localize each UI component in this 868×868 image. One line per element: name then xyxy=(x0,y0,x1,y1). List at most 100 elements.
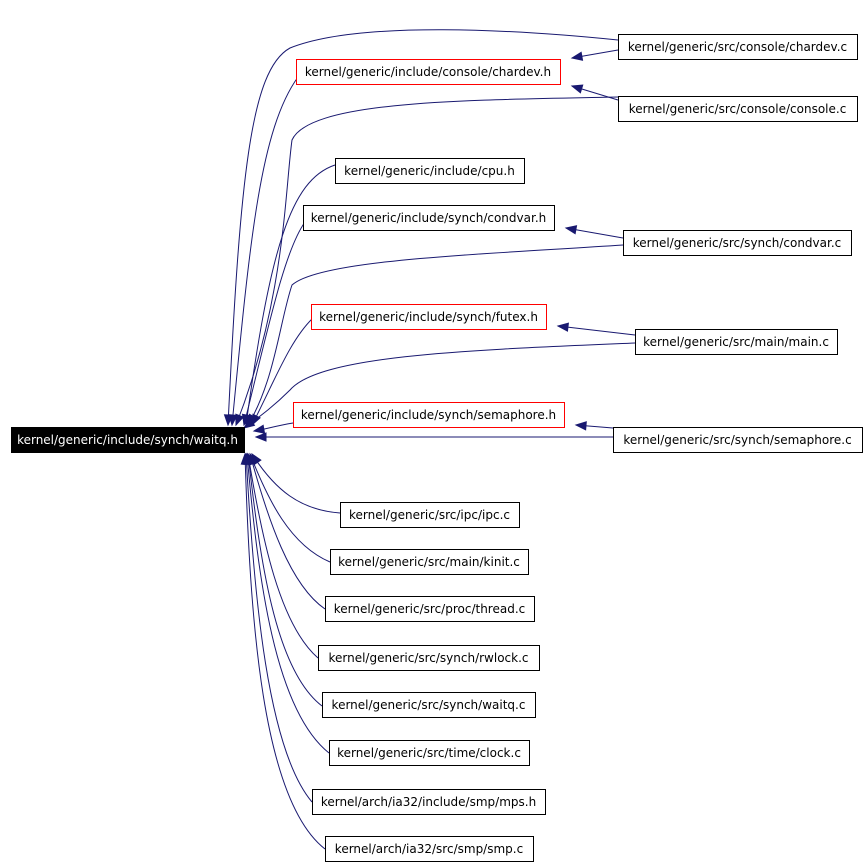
node-label: kernel/generic/src/console/chardev.c xyxy=(628,40,847,54)
arrowhead xyxy=(235,413,245,427)
edge-line xyxy=(249,453,326,610)
node-label: kernel/generic/include/synch/waitq.h xyxy=(17,433,238,447)
edge-line xyxy=(245,164,336,426)
node-cpu-h[interactable]: kernel/generic/include/cpu.h xyxy=(335,158,525,184)
edge-condvar_c-to-condvar_h xyxy=(564,225,624,239)
node-box xyxy=(296,59,561,85)
node-box xyxy=(322,692,536,718)
node-chardev-h[interactable]: kernel/generic/include/console/chardev.h xyxy=(296,59,561,85)
node-box xyxy=(618,96,858,122)
edge-line xyxy=(247,453,319,659)
node-kinit-c[interactable]: kernel/generic/src/main/kinit.c xyxy=(330,549,529,575)
node-main-c[interactable]: kernel/generic/src/main/main.c xyxy=(635,329,838,355)
arrowhead xyxy=(240,452,251,465)
node-box xyxy=(329,740,530,766)
node-label: kernel/generic/src/synch/waitq.c xyxy=(332,698,526,712)
node-label: kernel/generic/src/proc/thread.c xyxy=(334,602,525,616)
edge-line xyxy=(235,96,619,426)
node-label: kernel/generic/include/synch/futex.h xyxy=(319,310,538,324)
edge-line xyxy=(227,29,619,426)
node-label: kernel/arch/ia32/src/smp/smp.c xyxy=(335,842,523,856)
node-semaphore-h[interactable]: kernel/generic/include/synch/semaphore.h xyxy=(293,402,565,428)
node-box xyxy=(312,789,546,815)
edge-line xyxy=(247,244,624,426)
node-box xyxy=(618,34,858,60)
node-label: kernel/generic/src/main/main.c xyxy=(643,335,829,349)
arrowhead xyxy=(570,51,584,61)
node-condvar-c[interactable]: kernel/generic/src/synch/condvar.c xyxy=(623,230,852,256)
node-label: kernel/generic/src/synch/rwlock.c xyxy=(328,651,528,665)
node-box xyxy=(613,427,863,453)
edge-rwlock_c-to-waitq_h xyxy=(245,452,319,659)
arrowhead xyxy=(570,84,584,94)
node-label: kernel/generic/src/console/console.c xyxy=(629,102,847,116)
arrowhead xyxy=(556,322,569,332)
arrowhead xyxy=(574,421,587,431)
node-rwlock-c[interactable]: kernel/generic/src/synch/rwlock.c xyxy=(318,645,540,671)
node-label: kernel/generic/src/main/kinit.c xyxy=(338,555,520,569)
edge-chardev_c-to-chardev_h xyxy=(570,49,619,61)
edge-line xyxy=(243,342,636,429)
node-chardev-c[interactable]: kernel/generic/src/console/chardev.c xyxy=(618,34,858,60)
node-smp-c[interactable]: kernel/arch/ia32/src/smp/smp.c xyxy=(325,836,534,862)
node-ipc-c[interactable]: kernel/generic/src/ipc/ipc.c xyxy=(340,502,520,528)
edge-line xyxy=(247,453,323,707)
edge-line xyxy=(245,453,313,803)
edge-kinit_c-to-waitq_h xyxy=(249,452,331,563)
arrowhead xyxy=(252,424,266,434)
node-label: kernel/generic/src/time/clock.c xyxy=(337,746,521,760)
edge-semaphore_c-to-semaphore_h xyxy=(574,421,614,431)
edge-line xyxy=(231,76,299,426)
edge-main_c-to-futex_h xyxy=(556,322,636,336)
node-waitq-c[interactable]: kernel/generic/src/synch/waitq.c xyxy=(322,692,536,718)
node-box xyxy=(11,427,245,453)
edge-thread_c-to-waitq_h xyxy=(248,452,326,610)
node-label: kernel/generic/include/synch/condvar.h xyxy=(311,211,546,225)
edge-line xyxy=(249,453,331,563)
edge-condvar_c-to-waitq_h xyxy=(247,244,624,427)
edge-line xyxy=(243,221,306,426)
edge-main_c-to-waitq_h xyxy=(242,342,636,429)
node-console-c[interactable]: kernel/generic/src/console/console.c xyxy=(618,96,858,122)
node-futex-h[interactable]: kernel/generic/include/synch/futex.h xyxy=(311,304,547,330)
edge-line xyxy=(251,317,314,426)
edge-line xyxy=(251,453,341,514)
node-label: kernel/generic/src/synch/semaphore.c xyxy=(623,433,851,447)
node-clock-c[interactable]: kernel/generic/src/time/clock.c xyxy=(329,740,530,766)
node-label: kernel/generic/src/ipc/ipc.c xyxy=(349,508,510,522)
arrowhead xyxy=(241,413,252,427)
node-thread-c[interactable]: kernel/generic/src/proc/thread.c xyxy=(325,596,535,622)
edge-condvar_h-to-waitq_h xyxy=(241,221,306,427)
edge-mps_h-to-waitq_h xyxy=(241,452,313,803)
node-box xyxy=(325,836,534,862)
node-label: kernel/arch/ia32/include/smp/mps.h xyxy=(321,795,536,809)
node-box xyxy=(293,402,565,428)
edge-clock_c-to-waitq_h xyxy=(243,452,330,754)
node-box xyxy=(335,158,525,184)
edge-line xyxy=(557,325,636,336)
node-waitq-h[interactable]: kernel/generic/include/synch/waitq.h xyxy=(11,427,245,453)
edge-semaphore_c-to-waitq_h xyxy=(254,432,613,442)
edge-chardev_h-to-waitq_h xyxy=(228,76,299,427)
arrowhead xyxy=(242,417,256,429)
edge-line xyxy=(246,453,330,754)
arrowhead xyxy=(254,432,267,442)
node-label: kernel/generic/include/synch/semaphore.h xyxy=(301,408,556,422)
node-mps-h[interactable]: kernel/arch/ia32/include/smp/mps.h xyxy=(312,789,546,815)
node-box xyxy=(623,230,852,256)
edge-console_c-to-chardev_h xyxy=(570,84,619,101)
edge-line xyxy=(244,453,326,850)
node-box xyxy=(325,596,535,622)
nodes-layer: kernel/generic/include/synch/waitq.h kern… xyxy=(11,34,863,862)
node-box xyxy=(303,205,555,231)
node-box xyxy=(340,502,520,528)
edge-smp_c-to-waitq_h xyxy=(240,452,326,850)
node-box xyxy=(635,329,838,355)
arrowhead xyxy=(228,414,238,427)
node-semaphore-c[interactable]: kernel/generic/src/synch/semaphore.c xyxy=(613,427,863,453)
node-condvar-h[interactable]: kernel/generic/include/synch/condvar.h xyxy=(303,205,555,231)
node-label: kernel/generic/include/console/chardev.h xyxy=(305,65,551,79)
node-box xyxy=(318,645,540,671)
node-label: kernel/generic/include/cpu.h xyxy=(344,164,515,178)
